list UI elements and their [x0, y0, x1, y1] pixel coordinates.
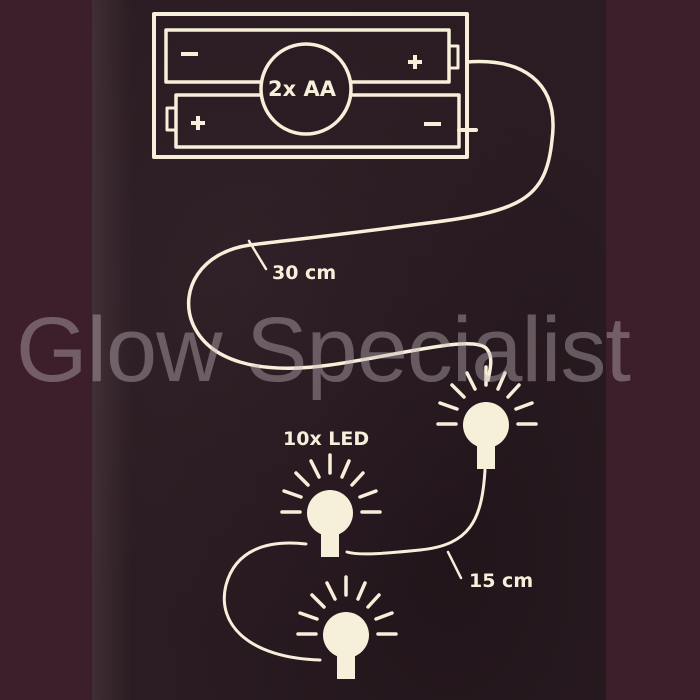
lead-cable: [186, 59, 555, 382]
spacing-length-label: 15 cm: [469, 570, 534, 592]
terminal-symbols: [181, 52, 441, 130]
photo-edge-shading: [92, 0, 132, 700]
spacing-cable-2: [222, 541, 322, 662]
led-bulb-icon: [280, 453, 382, 559]
battery-count-badge: [259, 42, 353, 136]
watermark: Glow Specialist: [16, 299, 631, 401]
led-bulb-icon: [296, 575, 398, 681]
spacing-cable-1: [345, 468, 487, 556]
led-count-label: 10x LED: [283, 428, 370, 450]
lead-length-label: 30 cm: [272, 262, 337, 284]
battery-label: 2x AA: [268, 77, 336, 101]
